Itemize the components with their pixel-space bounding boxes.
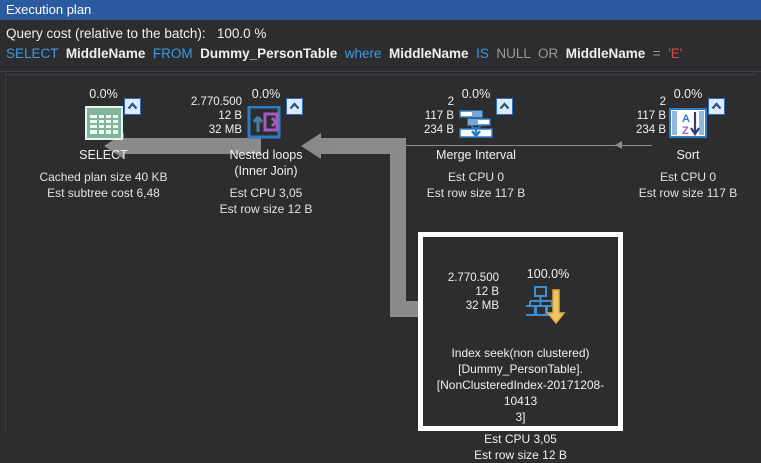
indexseek-label-line-1: Index seek(non clustered)	[451, 346, 590, 360]
query-cost-line: Query cost (relative to the batch): 100.…	[6, 24, 761, 44]
nestedloops-chevron-up-icon[interactable]	[286, 98, 303, 115]
indexseek-label-line-2: [Dummy_PersonTable].	[458, 362, 583, 376]
connector-arrowhead-merge	[347, 141, 354, 149]
mergeinterval-chevron-up-icon[interactable]	[496, 98, 513, 115]
query-cost-label: Query cost (relative to the batch):	[6, 26, 206, 41]
nested-loops-icon[interactable]	[247, 98, 303, 145]
sql-predicate1-column: MiddleName	[389, 46, 469, 61]
indexseek-stat-datasize: 32 MB	[465, 300, 499, 312]
connector-arrowhead-nestedloops-outer	[301, 133, 321, 159]
merge-interval-icon[interactable]	[457, 98, 513, 145]
sql-from-keyword: FROM	[152, 46, 193, 61]
sort-az-icon-svg: A Z	[669, 108, 707, 138]
nestedloops-cost-percent: 0.0%	[251, 87, 281, 101]
plan-node-sort[interactable]: 0.0% A Z Sort Est CPU 0 Est row size 117…	[623, 87, 753, 201]
mergeinterval-stat-datasize: 234 B	[423, 124, 454, 136]
select-detail-line-1: Cached plan size 40 KB	[39, 170, 168, 184]
merge-interval-icon-svg	[459, 110, 493, 139]
sort-stat-rows: 2	[659, 96, 666, 108]
sort-az-icon[interactable]: A Z	[669, 98, 725, 145]
sql-select-column: MiddleName	[65, 46, 146, 61]
window-title-bar: Execution plan	[0, 0, 761, 20]
mergeinterval-stat-rowsize: 117 B	[424, 110, 454, 122]
select-chevron-up-icon[interactable]	[123, 98, 141, 115]
nestedloops-detail-line-2: Est row size 12 B	[219, 202, 313, 216]
select-cost-percent: 0.0%	[89, 87, 118, 101]
mergeinterval-cost-percent: 0.0%	[461, 87, 491, 101]
sql-where-keyword: where	[344, 46, 382, 61]
sql-equals-operator: =	[652, 46, 661, 61]
connector-sort-to-merge	[336, 145, 652, 146]
execution-plan-canvas[interactable]: 0.0%	[5, 74, 756, 462]
indexseek-stat-rowsize: 12 B	[475, 286, 499, 298]
sql-is-keyword: IS	[476, 46, 489, 61]
sql-or-keyword: OR	[537, 46, 559, 61]
nestedloops-node-sublabel: (Inner Join)	[234, 164, 298, 178]
sort-row-stats: 2 117 B 234 B	[618, 95, 666, 137]
index-seek-icon-svg	[524, 286, 566, 325]
indexseek-stat-rows: 2.770.500	[447, 272, 499, 284]
mergeinterval-stat-rows: 2	[447, 96, 454, 108]
sort-node-label: Sort	[676, 148, 700, 162]
query-sql-text: SELECT MiddleName FROM Dummy_PersonTable…	[6, 44, 761, 64]
sql-string-literal: 'E'	[668, 46, 683, 61]
plan-node-select[interactable]: 0.0%	[6, 87, 201, 201]
nestedloops-row-stats: 2.770.500 12 B 32 MB	[184, 95, 242, 137]
query-header: Query cost (relative to the batch): 100.…	[0, 20, 761, 72]
indexseek-detail-line-2: Est row size 12 B	[474, 448, 567, 462]
plan-node-index-seek-highlight[interactable]: 2.770.500 12 B 32 MB 100.0%	[418, 232, 623, 462]
sort-detail-line-2: Est row size 117 B	[638, 186, 738, 200]
sql-table-name: Dummy_PersonTable	[200, 46, 338, 61]
sort-stat-datasize: 234 B	[635, 124, 666, 136]
window-title: Execution plan	[6, 2, 92, 17]
mergeinterval-detail-line-1: Est CPU 0	[447, 170, 504, 184]
query-cost-value: 100.0 %	[216, 26, 267, 41]
plan-node-nested-loops[interactable]: 0.0% Nested loops (Inner Join) Est CPU 3…	[201, 87, 331, 217]
mergeinterval-node-label: Merge Interval	[436, 148, 516, 162]
indexseek-row-stats: 2.770.500 12 B 32 MB	[441, 271, 499, 313]
nestedloops-stat-datasize: 32 MB	[208, 124, 242, 136]
sort-cost-percent: 0.0%	[673, 87, 703, 101]
mergeinterval-detail-line-2: Est row size 117 B	[426, 186, 526, 200]
mergeinterval-row-stats: 2 117 B 234 B	[406, 95, 454, 137]
indexseek-label-line-3: [NonClusteredIndex-20171208-10413	[436, 378, 605, 408]
sql-select-keyword: SELECT	[6, 46, 59, 61]
sql-predicate2-column: MiddleName	[565, 46, 646, 61]
select-detail-line-2: Est subtree cost 6,48	[47, 186, 160, 200]
connector-nestedloops-to-select	[124, 138, 261, 154]
connector-indexseek-vertical	[390, 138, 406, 317]
sort-detail-line-1: Est CPU 0	[659, 170, 716, 184]
indexseek-label-line-4: 3]	[515, 410, 526, 424]
sql-null-keyword: NULL	[496, 46, 531, 61]
svg-text:Z: Z	[682, 125, 689, 137]
nestedloops-detail-line-1: Est CPU 3,05	[229, 186, 303, 200]
indexseek-detail-line-1: Est CPU 3,05	[484, 432, 557, 446]
nested-loops-icon-svg	[247, 105, 281, 139]
select-node-label: SELECT	[79, 148, 128, 162]
index-seek-icon[interactable]	[524, 285, 570, 330]
nestedloops-stat-rowsize: 12 B	[218, 110, 242, 122]
svg-text:A: A	[682, 113, 690, 125]
nestedloops-stat-rows: 2.770.500	[190, 96, 242, 108]
nestedloops-node-label: Nested loops	[229, 148, 303, 162]
indexseek-cost-percent: 100.0%	[526, 267, 570, 281]
connector-merge-to-nestedloops	[321, 138, 406, 154]
plan-node-merge-interval[interactable]: 0.0% Merge Interval Est CPU 0 Est row si…	[411, 87, 541, 201]
select-result-grid-icon[interactable]	[84, 98, 141, 145]
connector-arrowhead-sort	[615, 141, 622, 149]
sort-chevron-up-icon[interactable]	[708, 98, 725, 115]
select-result-grid-icon-svg	[84, 106, 123, 140]
sort-stat-rowsize: 117 B	[636, 110, 666, 122]
